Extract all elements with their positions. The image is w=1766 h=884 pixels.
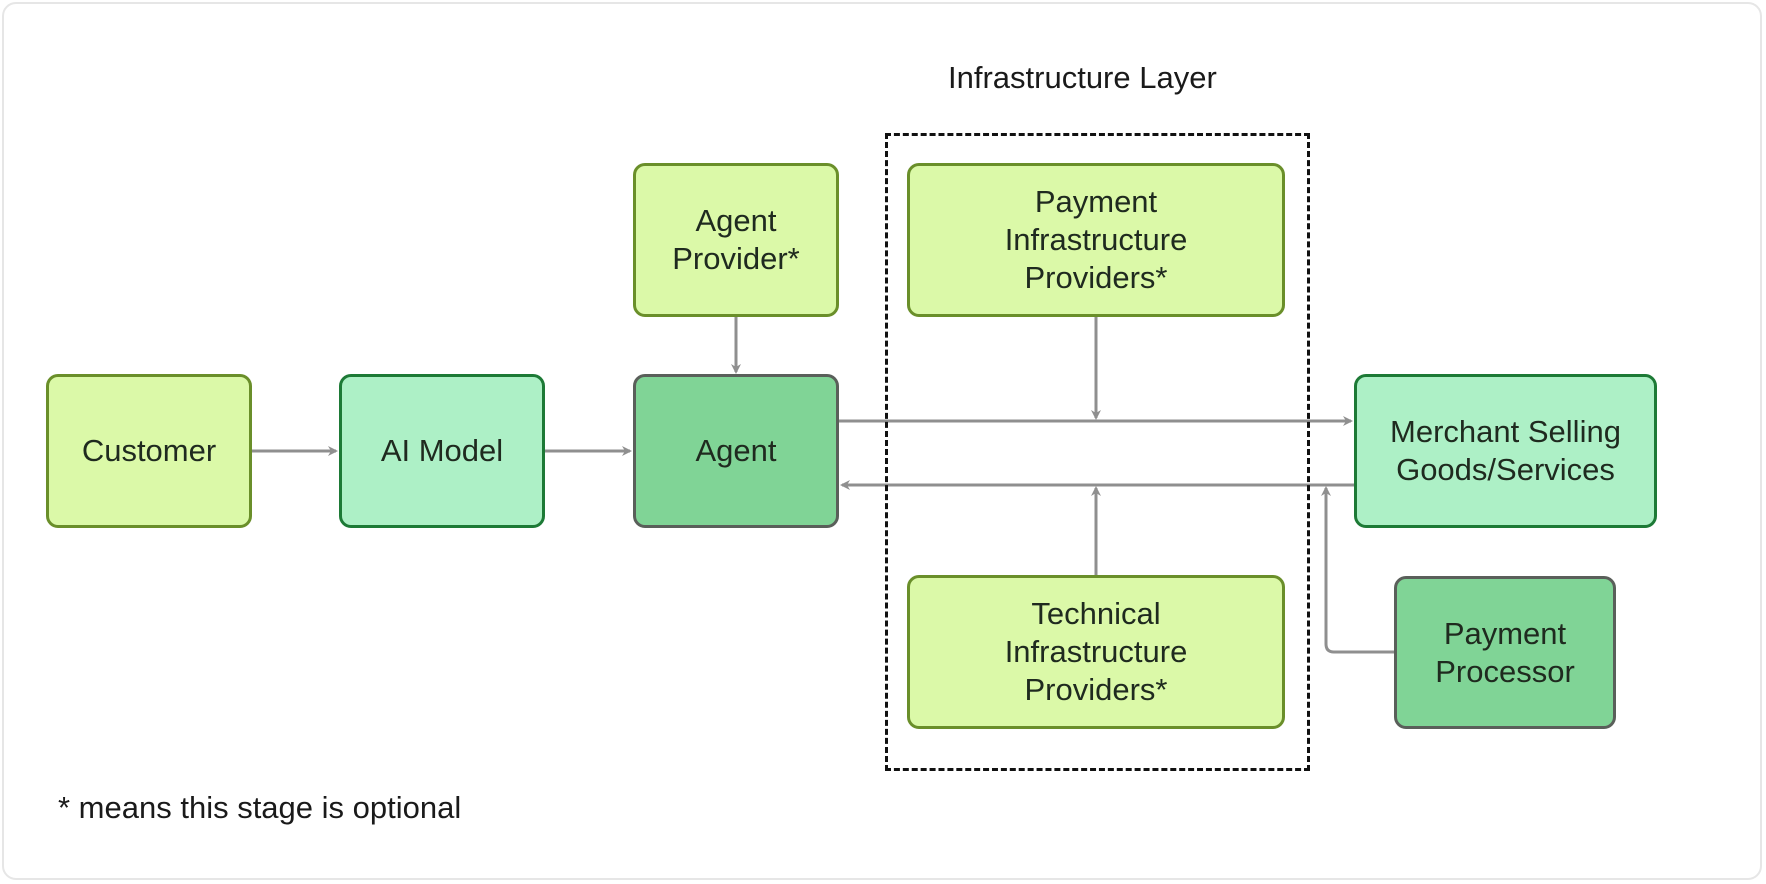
node-ai-model[interactable]: AI Model bbox=[339, 374, 545, 528]
node-customer[interactable]: Customer bbox=[46, 374, 252, 528]
node-payment-infrastructure-providers[interactable]: Payment Infrastructure Providers* bbox=[907, 163, 1285, 317]
node-technical-infrastructure-providers[interactable]: Technical Infrastructure Providers* bbox=[907, 575, 1285, 729]
node-agent[interactable]: Agent bbox=[633, 374, 839, 528]
node-merchant[interactable]: Merchant Selling Goods/Services bbox=[1354, 374, 1657, 528]
infrastructure-layer-title: Infrastructure Layer bbox=[948, 60, 1217, 95]
infrastructure-layer-group bbox=[885, 133, 1310, 771]
footnote: * means this stage is optional bbox=[58, 790, 462, 825]
edge-payment-processor-to-link bbox=[1321, 486, 1394, 654]
node-agent-provider[interactable]: Agent Provider* bbox=[633, 163, 839, 317]
node-payment-processor[interactable]: Payment Processor bbox=[1394, 576, 1616, 729]
